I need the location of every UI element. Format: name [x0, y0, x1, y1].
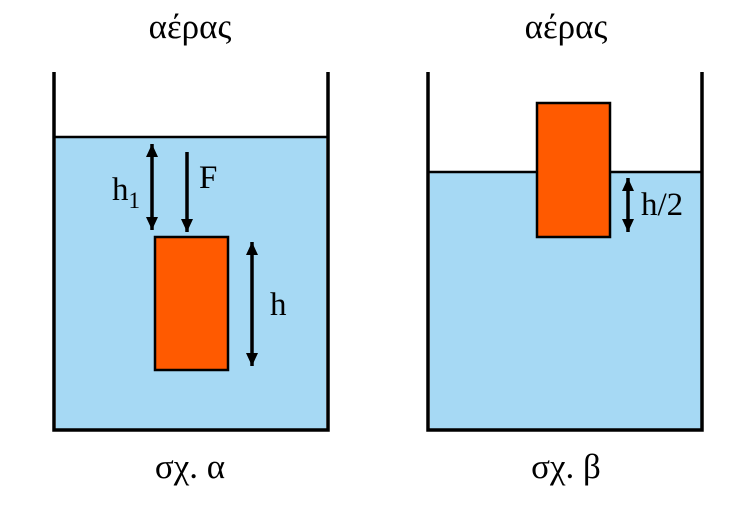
force-label: F [199, 160, 217, 196]
left-caption: σχ. α [155, 447, 225, 486]
h1-label-main: h [112, 172, 129, 208]
right-air-label: αέρας [525, 7, 608, 46]
left-figure: αέρας h1 F h σχ. α [52, 7, 330, 486]
h1-label-subscript: 1 [129, 188, 141, 213]
left-block [153, 235, 230, 372]
block-height-label: h [270, 287, 287, 323]
left-air-label: αέρας [149, 7, 232, 46]
h1-label: h1 [112, 172, 140, 213]
left-container-walls [52, 72, 330, 432]
right-container-walls [426, 72, 704, 432]
immersion-depth-label: h/2 [641, 187, 683, 223]
right-figure: αέρας h/2 σχ. β [426, 7, 704, 486]
right-caption: σχ. β [531, 447, 601, 486]
right-block [535, 101, 612, 239]
